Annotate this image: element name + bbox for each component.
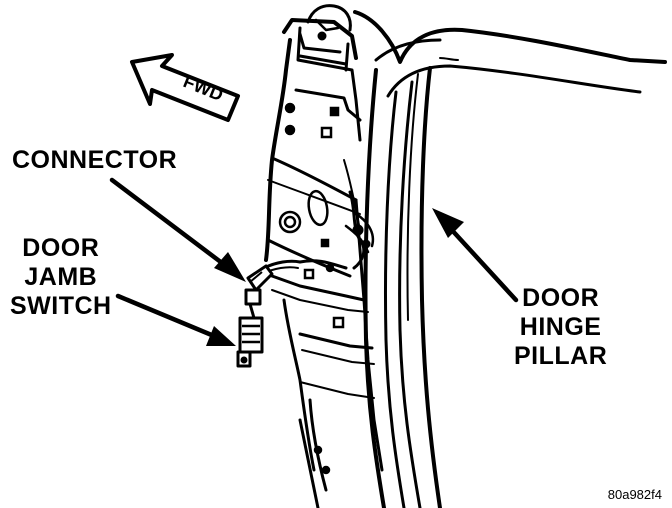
pillar-label-line3: PILLAR <box>514 342 608 370</box>
upper-hinge <box>298 4 352 54</box>
door-hinge-pillar-label: DOOR HINGE PILLAR <box>514 284 607 371</box>
door-jamb-switch-label: DOOR JAMB SWITCH <box>10 234 112 321</box>
fwd-arrow: FWD <box>130 53 240 122</box>
connector-label-text: CONNECTOR <box>12 146 178 174</box>
connector-label: CONNECTOR <box>12 146 177 175</box>
switch-label-line3: SWITCH <box>10 292 112 320</box>
connector-part <box>244 264 274 306</box>
pillar-body <box>264 18 384 508</box>
wire-harness <box>261 190 375 275</box>
door-jamb-switch-part <box>236 303 264 368</box>
figure-id: 80a982f4 <box>607 487 662 502</box>
pillar-holes <box>278 102 345 475</box>
door-opening-frame <box>353 10 667 508</box>
pillar-label-line2: HINGE <box>519 313 602 341</box>
switch-label-line2: JAMB <box>24 263 98 291</box>
pillar-label-line1: DOOR <box>522 284 600 312</box>
switch-leader <box>115 293 236 346</box>
switch-label-line1: DOOR <box>22 234 100 262</box>
leader-arrows <box>109 177 519 346</box>
connector-leader <box>109 177 246 282</box>
pillar-leader <box>432 208 519 303</box>
